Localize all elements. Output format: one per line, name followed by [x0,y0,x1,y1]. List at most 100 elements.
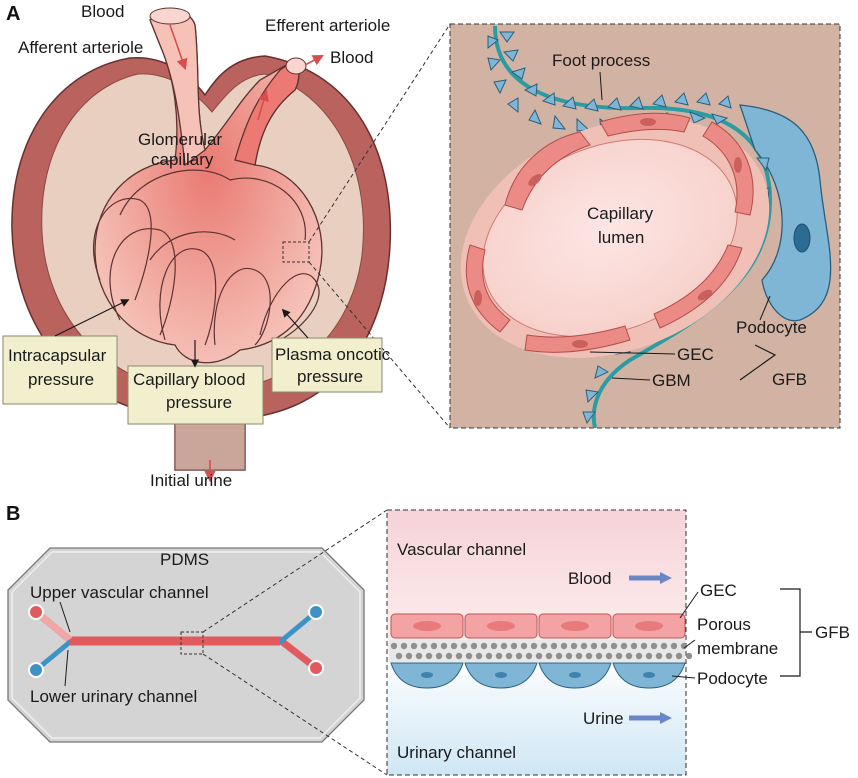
label-capillary-blood-pressure: pressure [166,393,232,412]
membrane-pore [535,652,543,660]
label-intracapsular-pressure: pressure [28,370,94,389]
membrane-pore [430,642,438,650]
membrane-pore [590,642,598,650]
membrane-pore [560,642,568,650]
label-podocyte-b: Podocyte [697,669,768,688]
membrane-pore [415,652,423,660]
membrane-pore [425,652,433,660]
membrane-pore [685,652,693,660]
arrow-intracapsular [54,299,130,337]
label-porous: Porous [697,615,751,634]
membrane-pore [565,652,573,660]
membrane-pore [595,652,603,660]
membrane-pore [410,642,418,650]
membrane-pore [475,652,483,660]
membrane-pore [490,642,498,650]
label-initial-urine: Initial urine [150,471,232,490]
panel-b-letter: B [6,503,20,525]
membrane-pore [530,642,538,650]
membrane-pore [400,642,408,650]
label-capillary: capillary [151,150,214,169]
membrane-pore [555,652,563,660]
membrane-pore [485,652,493,660]
membrane-pore [570,642,578,650]
label-capillary-lumen-1: Capillary [587,204,654,223]
zoom-line-b-bottom [202,653,388,776]
membrane-pore [610,642,618,650]
membrane-pore [675,652,683,660]
capillary-lumen [482,138,738,338]
membrane-pore [680,642,688,650]
box-capillary-blood: Capillary blood pressure [127,365,264,425]
zoom-line-a-top [308,23,451,243]
inset-b [386,509,693,776]
membrane-pore [520,642,528,650]
membrane-pore [440,642,448,650]
gbm-layer [493,25,773,429]
membrane-pore [470,642,478,650]
arrow-plasma-oncotic [281,308,309,339]
panel-a-letter: A [6,3,20,25]
membrane-pore [665,652,673,660]
porous-membrane-dots [390,642,693,660]
membrane-pore [600,642,608,650]
label-vascular-channel: Vascular channel [397,540,526,559]
membrane-pore [625,652,633,660]
label-blood-out: Blood [330,48,373,67]
label-gfb-b: GFB [815,623,850,642]
label-membrane: membrane [697,639,778,658]
membrane-pore [660,642,668,650]
label-gec-a: GEC [677,345,714,364]
label-gec-b: GEC [700,581,737,600]
membrane-pore [645,652,653,660]
membrane-pore [495,652,503,660]
membrane-pore [580,642,588,650]
membrane-pore [585,652,593,660]
membrane-pore [670,642,678,650]
membrane-pore [635,652,643,660]
label-capillary-blood: Capillary blood [133,370,245,389]
label-podocyte-a: Podocyte [736,318,807,337]
membrane-pore [480,642,488,650]
gfb-bracket-a [739,344,777,381]
membrane-pore [630,642,638,650]
membrane-pore [545,652,553,660]
membrane-pore [515,652,523,660]
box-intracapsular: Intracapsular pressure [2,335,118,405]
capillary-loops [92,169,320,346]
label-upper-vascular-channel: Upper vascular channel [30,583,209,602]
membrane-pore [455,652,463,660]
label-blood-in: Blood [81,2,124,21]
membrane-pore [460,642,468,650]
membrane-pore [575,652,583,660]
membrane-pore [615,652,623,660]
membrane-pore [435,652,443,660]
membrane-pore [405,652,413,660]
podocyte-nucleus [793,223,811,253]
membrane-pore [395,652,403,660]
gfb-bracket-b [780,588,812,677]
inset-a: Capillary lumen Foot process Podocyte GE… [449,23,841,429]
label-lower-urinary-channel: Lower urinary channel [30,687,197,706]
label-efferent-arteriole: Efferent arteriole [265,16,390,35]
membrane-pore [655,652,663,660]
membrane-pore [445,652,453,660]
pdms-chip [7,547,365,743]
box-plasma-oncotic: Plasma oncotic pressure [271,337,391,393]
zoom-square-a [282,241,310,263]
membrane-pore [620,642,628,650]
label-blood-b: Blood [568,569,611,588]
label-gbm: GBM [652,371,691,390]
label-afferent-arteriole: Afferent arteriole [18,38,143,57]
arteriole-paths [149,7,324,483]
membrane-pore [500,642,508,650]
membrane-pore [420,642,428,650]
label-plasma-oncotic-pressure: pressure [297,367,363,386]
membrane-pore [505,652,513,660]
label-urine: Urine [583,709,624,728]
membrane-pore [450,642,458,650]
label-capillary-lumen-2: lumen [598,228,644,247]
membrane-pore [390,642,398,650]
label-intracapsular: Intracapsular [8,346,107,365]
